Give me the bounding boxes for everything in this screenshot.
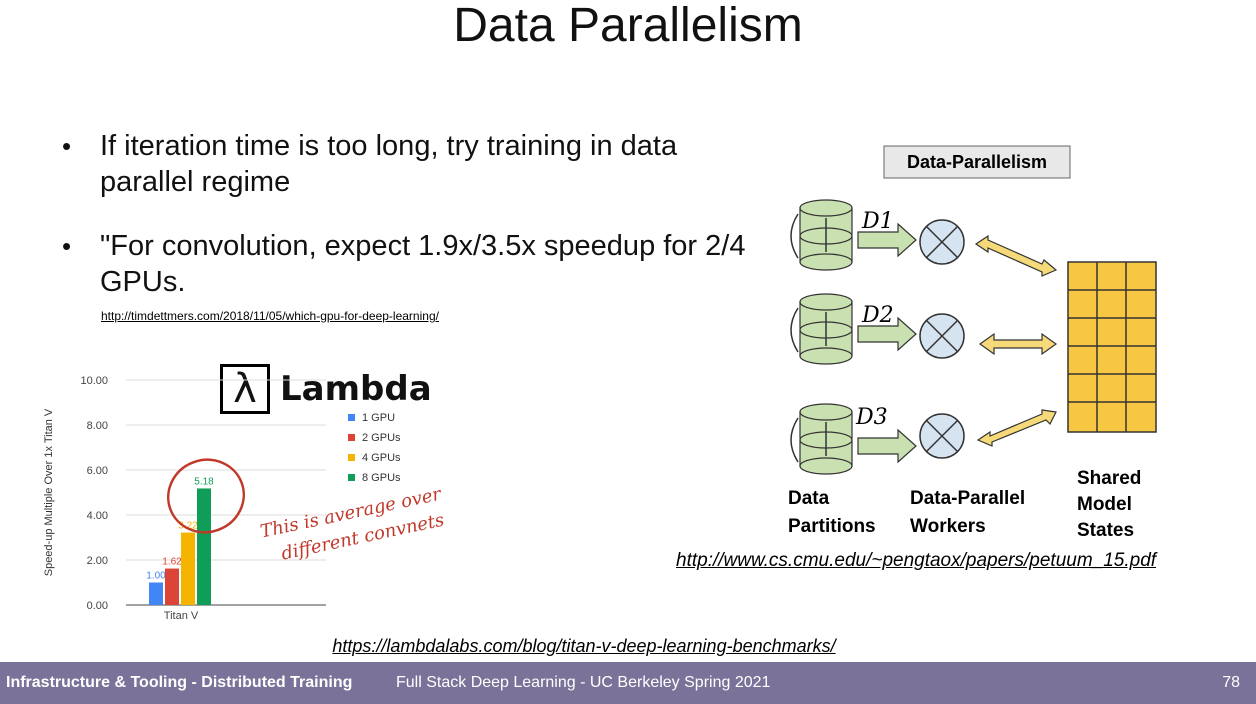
label-data: Data Partitions [788, 488, 876, 537]
bar-data-label: 1.00 [146, 571, 166, 582]
arrow-icon [857, 428, 917, 464]
disk-icon [790, 199, 853, 271]
lambda-wordmark: Lambda [280, 369, 432, 409]
partition-row: D2 [790, 293, 1058, 365]
legend-swatch [348, 474, 355, 481]
y-tick-label: 6.00 [87, 465, 108, 477]
lambda-symbol: λ [220, 364, 270, 414]
legend-label: 4 GPUs [362, 452, 401, 464]
sync-arrow-icon [978, 332, 1058, 356]
partition-row: D3 [790, 403, 1057, 475]
bullet-list: • If iteration time is too long, try tra… [62, 128, 762, 300]
worker-icon [919, 313, 965, 359]
bullet-source-link[interactable]: http://timdettmers.com/2018/11/05/which-… [101, 309, 439, 323]
legend-label: 1 GPU [362, 412, 395, 424]
bar-data-label: 1.62 [162, 557, 182, 568]
bar [149, 582, 163, 605]
partition-label: D1 [861, 209, 894, 234]
label-shared-line: Shared [1077, 468, 1141, 489]
y-tick-label: 8.00 [87, 420, 108, 432]
diagram-header-box [883, 145, 1071, 179]
y-tick-label: 10.00 [80, 375, 108, 387]
bullet-text: If iteration time is too long, try train… [100, 130, 678, 198]
speedup-chart-svg: Speed-up Multiple Over 1x Titan V 0.00 2.0… [43, 375, 401, 622]
arrow-icon [857, 316, 917, 352]
speedup-chart: Speed-up Multiple Over 1x Titan V 0.00 2.0… [36, 356, 466, 628]
shared-model-grid [1067, 261, 1157, 433]
legend-label: 2 GPUs [362, 432, 401, 444]
label-workers-line: Workers [910, 516, 986, 537]
diagram-source-link[interactable]: http://www.cs.cmu.edu/~pengtaox/papers/p… [676, 550, 1157, 571]
data-parallelism-diagram: Data-Parallelism D1 [788, 145, 1157, 541]
model-grid-frame [1067, 261, 1157, 433]
label-shared: Shared Model States [1077, 468, 1147, 541]
worker-icon [919, 219, 965, 265]
y-axis-label: Speed-up Multiple Over 1x Titan V [43, 408, 55, 576]
footer-course: Full Stack Deep Learning - UC Berkeley S… [396, 674, 771, 691]
partition-label: D3 [855, 405, 888, 430]
legend-swatch [348, 434, 355, 441]
bar [197, 488, 211, 605]
legend-swatch [348, 454, 355, 461]
y-tick-label: 2.00 [87, 555, 108, 567]
bullet-item: • "For convolution, expect 1.9x/3.5x spe… [62, 228, 762, 300]
label-shared-line: States [1077, 520, 1134, 541]
sync-arrow-icon [976, 409, 1057, 447]
partition-row: D1 [790, 199, 1058, 277]
annotation-circle [166, 458, 246, 534]
legend-swatch [348, 414, 355, 421]
label-data-line: Partitions [788, 516, 876, 537]
footer-section: Infrastructure & Tooling - Distributed T… [6, 674, 353, 691]
disk-icon [790, 293, 853, 365]
worker-icon [919, 413, 965, 459]
bullet-dot: • [62, 231, 72, 261]
sync-arrow-icon [974, 234, 1058, 277]
x-tick-label: Titan V [164, 610, 199, 622]
bar-data-label: 3.22 [178, 521, 198, 532]
bullet-dot: • [62, 131, 72, 161]
legend-label: 8 GPUs [362, 472, 401, 484]
y-tick-label: 0.00 [87, 600, 108, 612]
bar [165, 568, 179, 605]
y-tick-label: 4.00 [87, 510, 108, 522]
label-workers: Data-Parallel Workers [910, 488, 1030, 537]
page-number: 78 [1222, 674, 1240, 691]
label-data-line: Data [788, 488, 830, 509]
partition-label: D2 [861, 303, 894, 328]
bullet-text: "For convolution, expect 1.9x/3.5x speed… [100, 230, 746, 298]
disk-icon [790, 403, 853, 475]
bullet-item: • If iteration time is too long, try tra… [62, 128, 762, 200]
arrow-icon [857, 222, 917, 258]
label-shared-line: Model [1077, 494, 1132, 515]
slide-title: Data Parallelism [453, 0, 803, 52]
footer-bar: Infrastructure & Tooling - Distributed T… [0, 662, 1256, 704]
bar-data-label: 5.18 [194, 476, 214, 487]
chart-source-link[interactable]: https://lambdalabs.com/blog/titan-v-deep… [332, 636, 836, 656]
lambda-logo: λ Lambda [220, 364, 432, 414]
bar [181, 532, 195, 605]
label-workers-line: Data-Parallel [910, 488, 1025, 509]
diagram-header: Data-Parallelism [907, 152, 1047, 172]
